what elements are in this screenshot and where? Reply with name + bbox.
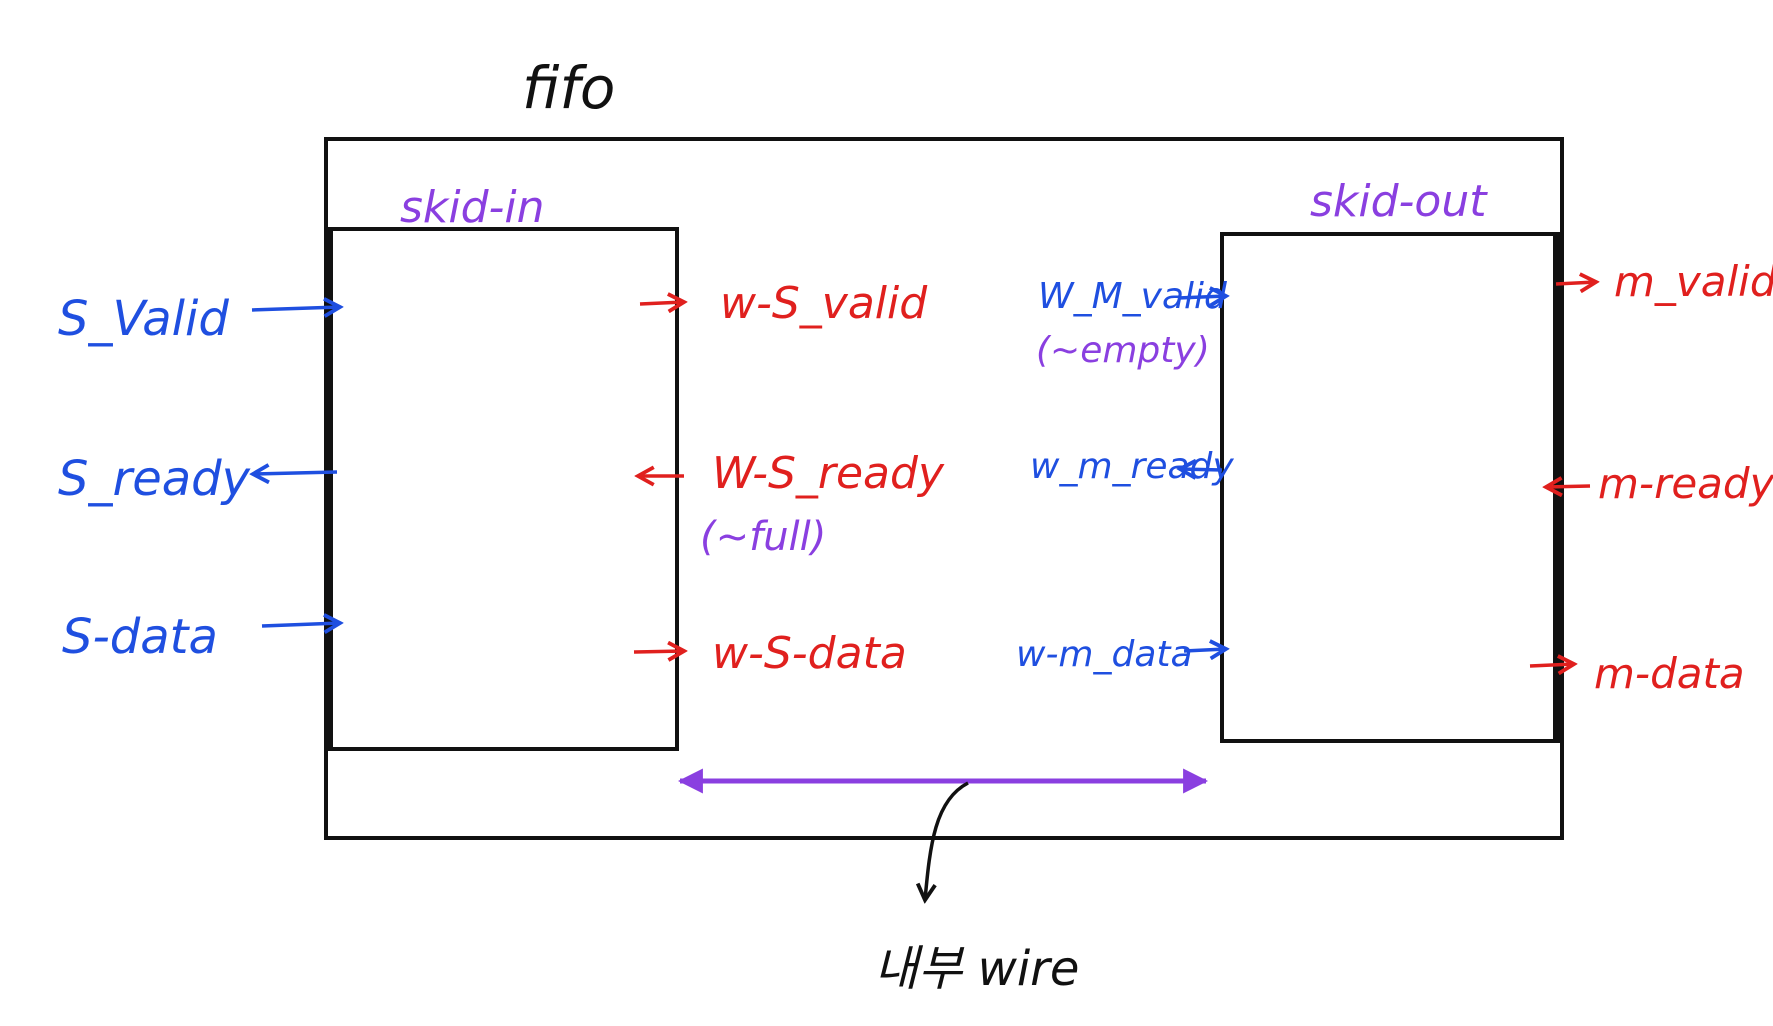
w-m-data-arrow [1183,649,1226,651]
w-s-data-label: w-S-data [712,628,907,679]
w-s-valid-label: w-S_valid [720,278,928,329]
s-ready-arrow [253,472,338,474]
w-m-data-label: w-m_data [1016,634,1193,675]
s-data-label: S-data [62,609,218,665]
w-s-ready-note: (~full) [700,514,826,560]
s-data-arrow [261,623,340,626]
s-ready-label: S_ready [58,451,251,507]
m-valid-arrow [1555,282,1596,284]
w-s-data-arrow [633,651,684,652]
skid-out-block [1220,232,1560,743]
skid-in-block [326,227,679,751]
wire-annotation-label: 내부 wire [874,941,1079,997]
wire-pointer-arrow [925,781,969,900]
w-m-ready-arrow [1180,469,1223,470]
fifo-block [324,137,1564,840]
m-data-label: m-data [1594,649,1745,698]
m-valid-label: m_valid [1614,257,1773,306]
s-valid-label: S_Valid [58,291,229,347]
skid-out-title: skid-out [1310,176,1488,227]
w-m-valid-arrow [1177,296,1226,298]
w-s-ready-label: W-S_ready [712,448,945,499]
w-m-valid-note: (~empty) [1036,330,1210,371]
w-m-ready-label: w_m_ready [1030,446,1234,487]
m-ready-label: m-ready [1598,459,1773,508]
w-s-valid-arrow [639,302,684,304]
m-ready-arrow [1546,486,1591,487]
skid-in-title: skid-in [400,182,545,233]
m-data-arrow [1529,664,1574,666]
fifo-title: fifo [522,54,615,122]
s-valid-arrow [251,307,340,310]
